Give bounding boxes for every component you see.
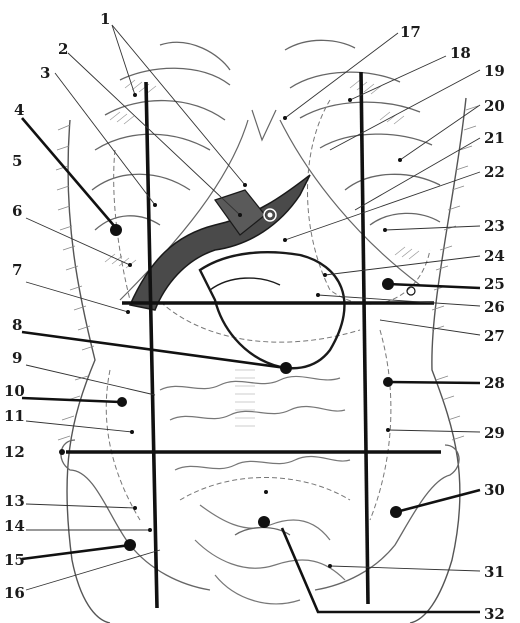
label-9: 9 (12, 349, 22, 367)
label-27: 27 (484, 327, 505, 345)
label-22: 22 (484, 163, 505, 181)
label-21: 21 (484, 129, 505, 147)
label-23: 23 (484, 217, 505, 235)
label-25: 25 (484, 275, 505, 293)
label-10: 10 (4, 382, 25, 400)
label-13: 13 (4, 492, 25, 510)
left-flank-shading (56, 125, 94, 440)
label-14: 14 (4, 517, 25, 535)
label-6: 6 (12, 202, 22, 220)
label-15: 15 (4, 551, 25, 569)
label-28: 28 (484, 374, 505, 392)
label-16: 16 (4, 584, 25, 602)
label-2: 2 (58, 40, 68, 58)
upper-ribs (92, 40, 440, 230)
liver-gallbladder (130, 175, 310, 310)
label-1: 1 (100, 10, 110, 28)
label-18: 18 (450, 44, 471, 62)
label-32: 32 (484, 605, 505, 623)
bold-leaders (22, 118, 480, 612)
label-17: 17 (400, 23, 421, 41)
label-5: 5 (12, 152, 22, 170)
label-3: 3 (40, 64, 50, 82)
label-29: 29 (484, 424, 505, 442)
thin-leaders (26, 25, 480, 590)
number-labels: 1 2 3 4 5 6 7 8 9 10 11 12 13 14 15 16 1… (4, 10, 505, 623)
intestine-loops (160, 376, 350, 603)
label-11: 11 (4, 407, 25, 425)
label-4: 4 (14, 101, 24, 119)
label-19: 19 (484, 62, 505, 80)
label-12: 12 (4, 443, 25, 461)
label-30: 30 (484, 481, 505, 499)
stomach-outline (200, 252, 344, 368)
right-midclavicular-line (361, 72, 368, 604)
label-7: 7 (12, 261, 22, 279)
label-26: 26 (484, 298, 505, 316)
label-20: 20 (484, 97, 505, 115)
rib-hatching (105, 80, 419, 268)
label-8: 8 (12, 316, 22, 334)
label-24: 24 (484, 247, 505, 265)
label-31: 31 (484, 563, 505, 581)
colon-hatching (235, 370, 255, 426)
